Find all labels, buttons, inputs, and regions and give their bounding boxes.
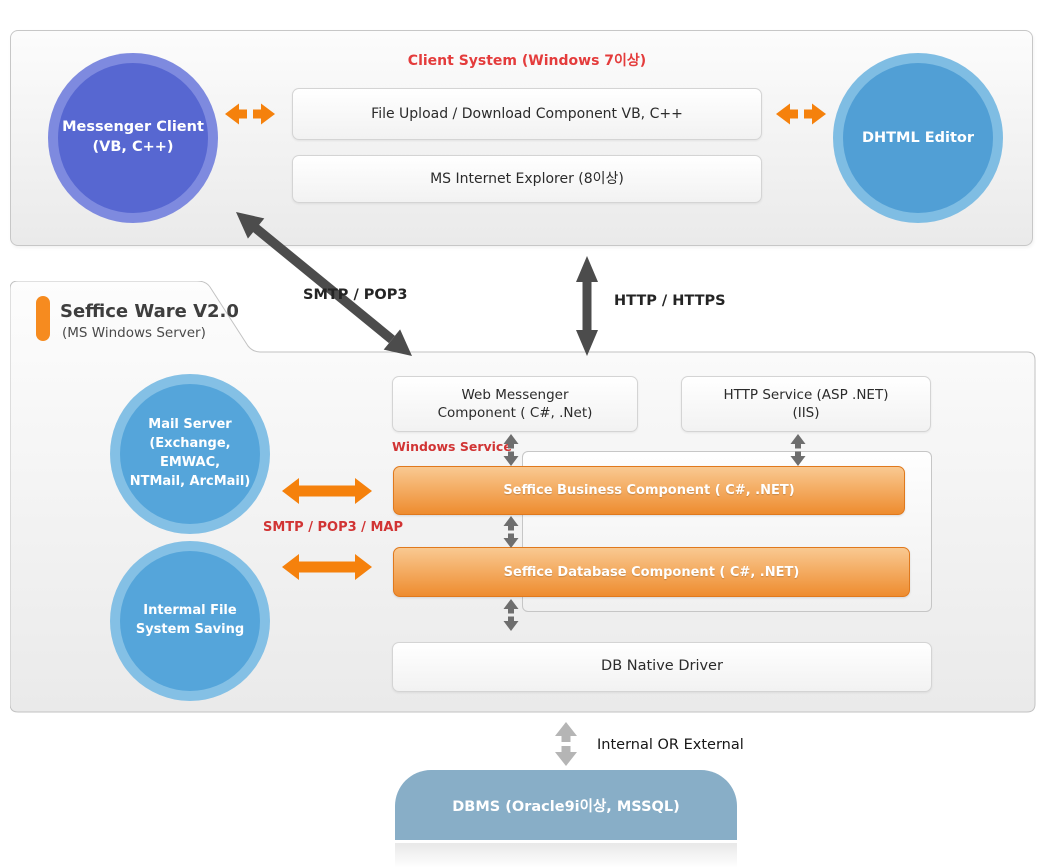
mail-server-label-line1: Mail Server: [148, 417, 232, 433]
seffice-ware-subtitle: (MS Windows Server): [62, 325, 206, 341]
dhtml-editor-label: DHTML Editor: [861, 130, 975, 146]
business-component-node: Seffice Business Component ( C#, .NET): [393, 466, 905, 515]
file-database-arrow: [282, 554, 372, 580]
database-component-node: Seffice Database Component ( C#, .NET): [393, 547, 910, 597]
messenger-client-label-line1: Messenger Client: [62, 119, 204, 136]
mail-server-label-line2: (Exchange, EMWAC,: [149, 436, 231, 470]
dbms-label: DBMS (Oracle9i이상, MSSQL): [452, 798, 680, 815]
seffice-ware-title: Seffice Ware V2.0: [60, 301, 239, 322]
client-system-title: Client System (Windows 7이상): [407, 53, 647, 69]
http-service-label-line1: HTTP Service (ASP .NET): [723, 386, 889, 403]
left-right-arrows-icon: [776, 103, 826, 125]
dbms-reflection: [395, 843, 737, 868]
web-messenger-business-arrow: [503, 434, 519, 466]
file-upload-component-label: File Upload / Download Component VB, C++: [371, 105, 683, 122]
messenger-client-node: Messenger Client (VB, C++): [48, 53, 218, 223]
windows-service-label: Windows Service: [392, 439, 512, 454]
db-native-driver-label: DB Native Driver: [601, 658, 723, 675]
db-native-driver-node: DB Native Driver: [392, 642, 932, 692]
dbms-node: DBMS (Oracle9i이상, MSSQL): [395, 770, 737, 840]
web-messenger-label-line2: Component ( C#, .Net): [437, 405, 593, 421]
messenger-client-label-line2: (VB, C++): [92, 139, 174, 155]
internal-file-label-line1: Intermal File: [143, 603, 237, 619]
business-component-label: Seffice Business Component ( C#, .NET): [503, 483, 795, 498]
file-upload-component-node: File Upload / Download Component VB, C++: [292, 88, 762, 140]
internal-external-arrow: [555, 722, 577, 766]
http-service-node: HTTP Service (ASP .NET) (IIS): [681, 376, 931, 432]
internet-explorer-node: MS Internet Explorer (8이상): [292, 155, 762, 203]
smtp-pop3-label: SMTP / POP3: [303, 287, 408, 303]
internal-file-system-node: Intermal File System Saving: [110, 541, 270, 701]
internet-explorer-label: MS Internet Explorer (8이상): [430, 170, 624, 187]
web-messenger-label-line1: Web Messenger: [461, 386, 569, 403]
mail-server-label-line3: NTMail, ArcMail): [129, 473, 251, 489]
http-service-container-arrow: [790, 434, 806, 466]
http-https-arrow: [576, 256, 598, 356]
http-service-label-line2: (IIS): [792, 405, 820, 421]
mail-business-arrow: [282, 478, 372, 504]
mail-server-node: Mail Server (Exchange, EMWAC, NTMail, Ar…: [110, 374, 270, 534]
left-right-arrows-icon: [225, 103, 275, 125]
database-driver-arrow: [503, 599, 519, 631]
database-component-label: Seffice Database Component ( C#, .NET): [503, 564, 800, 580]
business-database-arrow: [503, 516, 519, 548]
internal-external-label: Internal OR External: [597, 737, 744, 753]
seffice-ware-bullet-icon: [36, 296, 50, 341]
dhtml-editor-node: DHTML Editor: [833, 53, 1003, 223]
web-messenger-component-node: Web Messenger Component ( C#, .Net): [392, 376, 638, 432]
smtp-pop3-arrow: [236, 212, 412, 356]
http-https-label: HTTP / HTTPS: [614, 293, 726, 309]
internal-file-label-line2: System Saving: [135, 622, 245, 637]
smtp-pop3-map-label: SMTP / POP3 / MAP: [263, 520, 403, 535]
